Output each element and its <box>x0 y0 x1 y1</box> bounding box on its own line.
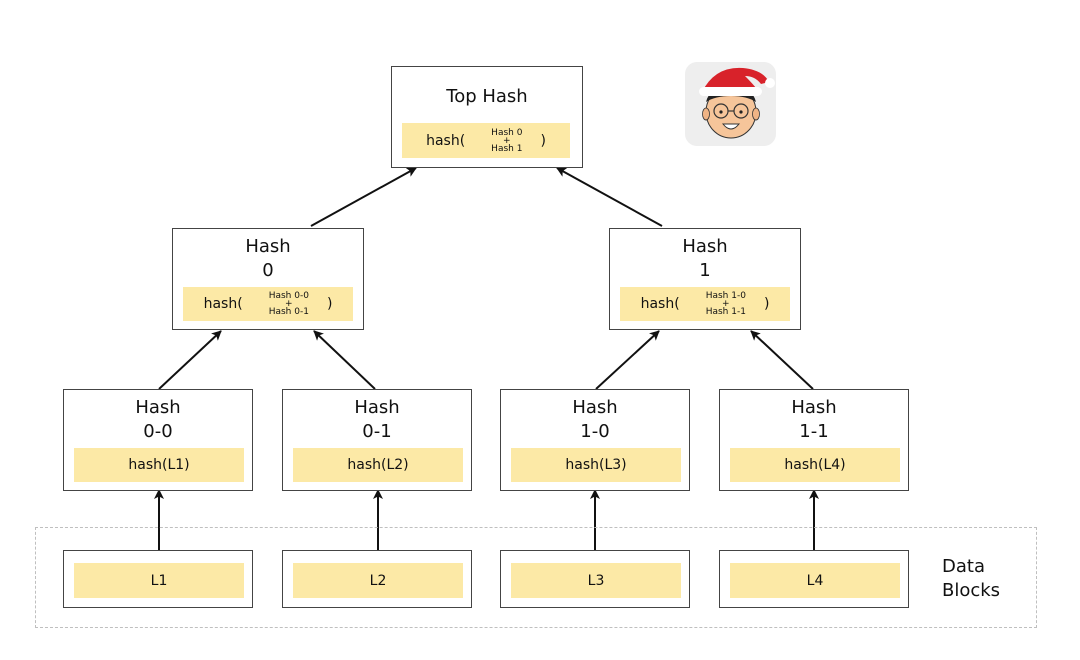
data-blocks-label-line-2: Blocks <box>942 580 1001 601</box>
close-paren: ) <box>763 296 770 312</box>
arrow-hash00-to-hash0 <box>158 330 222 390</box>
hash-arg-2: Hash 0-1 <box>268 307 309 317</box>
hash-function-label: hash( <box>203 296 243 312</box>
node-title: Hash <box>682 236 728 257</box>
top-hash-expression: hash( Hash 0 + Hash 1 ) <box>402 123 570 158</box>
hash-0-1-node: Hash 0-1 hash(L2) <box>282 389 472 491</box>
hash-arg-1: Hash 1-0 <box>705 291 746 301</box>
node-subtitle: 0-0 <box>143 421 173 442</box>
leaf-l1-node: L1 <box>63 550 253 608</box>
leaf-label: L1 <box>74 563 244 598</box>
santa-hat-avatar-icon <box>685 62 776 146</box>
node-subtitle: 1 <box>699 260 711 281</box>
arrow-hash10-to-hash1 <box>595 330 660 390</box>
leaf-l2-node: L2 <box>282 550 472 608</box>
node-subtitle: 0-1 <box>362 421 392 442</box>
arrow-hash01-to-hash0 <box>313 330 376 390</box>
node-subtitle: 1-1 <box>799 421 829 442</box>
node-title: Hash <box>791 397 837 418</box>
close-paren: ) <box>540 132 546 149</box>
hash-0-node: Hash 0 hash( Hash 0-0 + Hash 0-1 ) <box>172 228 364 330</box>
top-hash-title: Top Hash <box>446 86 528 107</box>
hash-function-label: hash( <box>426 132 466 149</box>
node-title: Hash <box>135 397 181 418</box>
node-title: Hash <box>572 397 618 418</box>
node-subtitle: 1-0 <box>580 421 610 442</box>
close-paren: ) <box>326 296 333 312</box>
hash-1-0-node: Hash 1-0 hash(L3) <box>500 389 690 491</box>
hash-expression: hash(L3) <box>511 448 681 482</box>
plus-sign: + <box>722 299 730 309</box>
hash-arg-1: Hash 0 <box>491 127 523 138</box>
hash-arg-1: Hash 0-0 <box>268 291 309 301</box>
node-title: Hash <box>245 236 291 257</box>
data-blocks-region <box>35 527 1037 628</box>
leaf-label: L3 <box>511 563 681 598</box>
hash-1-node: Hash 1 hash( Hash 1-0 + Hash 1-1 ) <box>609 228 801 330</box>
hash-function-label: hash( <box>640 296 680 312</box>
hash-0-expression: hash( Hash 0-0 + Hash 0-1 ) <box>183 287 353 321</box>
hash-expression: hash(L2) <box>293 448 463 482</box>
arrow-hash0-to-top <box>310 167 417 227</box>
hash-1-expression: hash( Hash 1-0 + Hash 1-1 ) <box>620 287 790 321</box>
plus-sign: + <box>503 135 511 146</box>
avatar-drawing <box>699 67 775 139</box>
hash-expression: hash(L1) <box>74 448 244 482</box>
arrow-hash1-to-top <box>556 167 663 227</box>
hash-arg-2: Hash 1-1 <box>705 307 746 317</box>
leaf-label: L4 <box>730 563 900 598</box>
node-subtitle: 0 <box>262 260 274 281</box>
hash-1-1-node: Hash 1-1 hash(L4) <box>719 389 909 491</box>
data-blocks-label-line-1: Data <box>942 556 985 577</box>
plus-sign: + <box>285 299 293 309</box>
top-hash-node: Top Hash hash( Hash 0 + Hash 1 ) <box>391 66 583 168</box>
arrow-hash11-to-hash1 <box>750 330 814 390</box>
hash-expression: hash(L4) <box>730 448 900 482</box>
leaf-label: L2 <box>293 563 463 598</box>
leaf-l3-node: L3 <box>500 550 690 608</box>
data-blocks-label: Data Blocks <box>942 555 1000 603</box>
leaf-l4-node: L4 <box>719 550 909 608</box>
hash-0-0-node: Hash 0-0 hash(L1) <box>63 389 253 491</box>
hash-arg-2: Hash 1 <box>491 143 523 154</box>
node-title: Hash <box>354 397 400 418</box>
